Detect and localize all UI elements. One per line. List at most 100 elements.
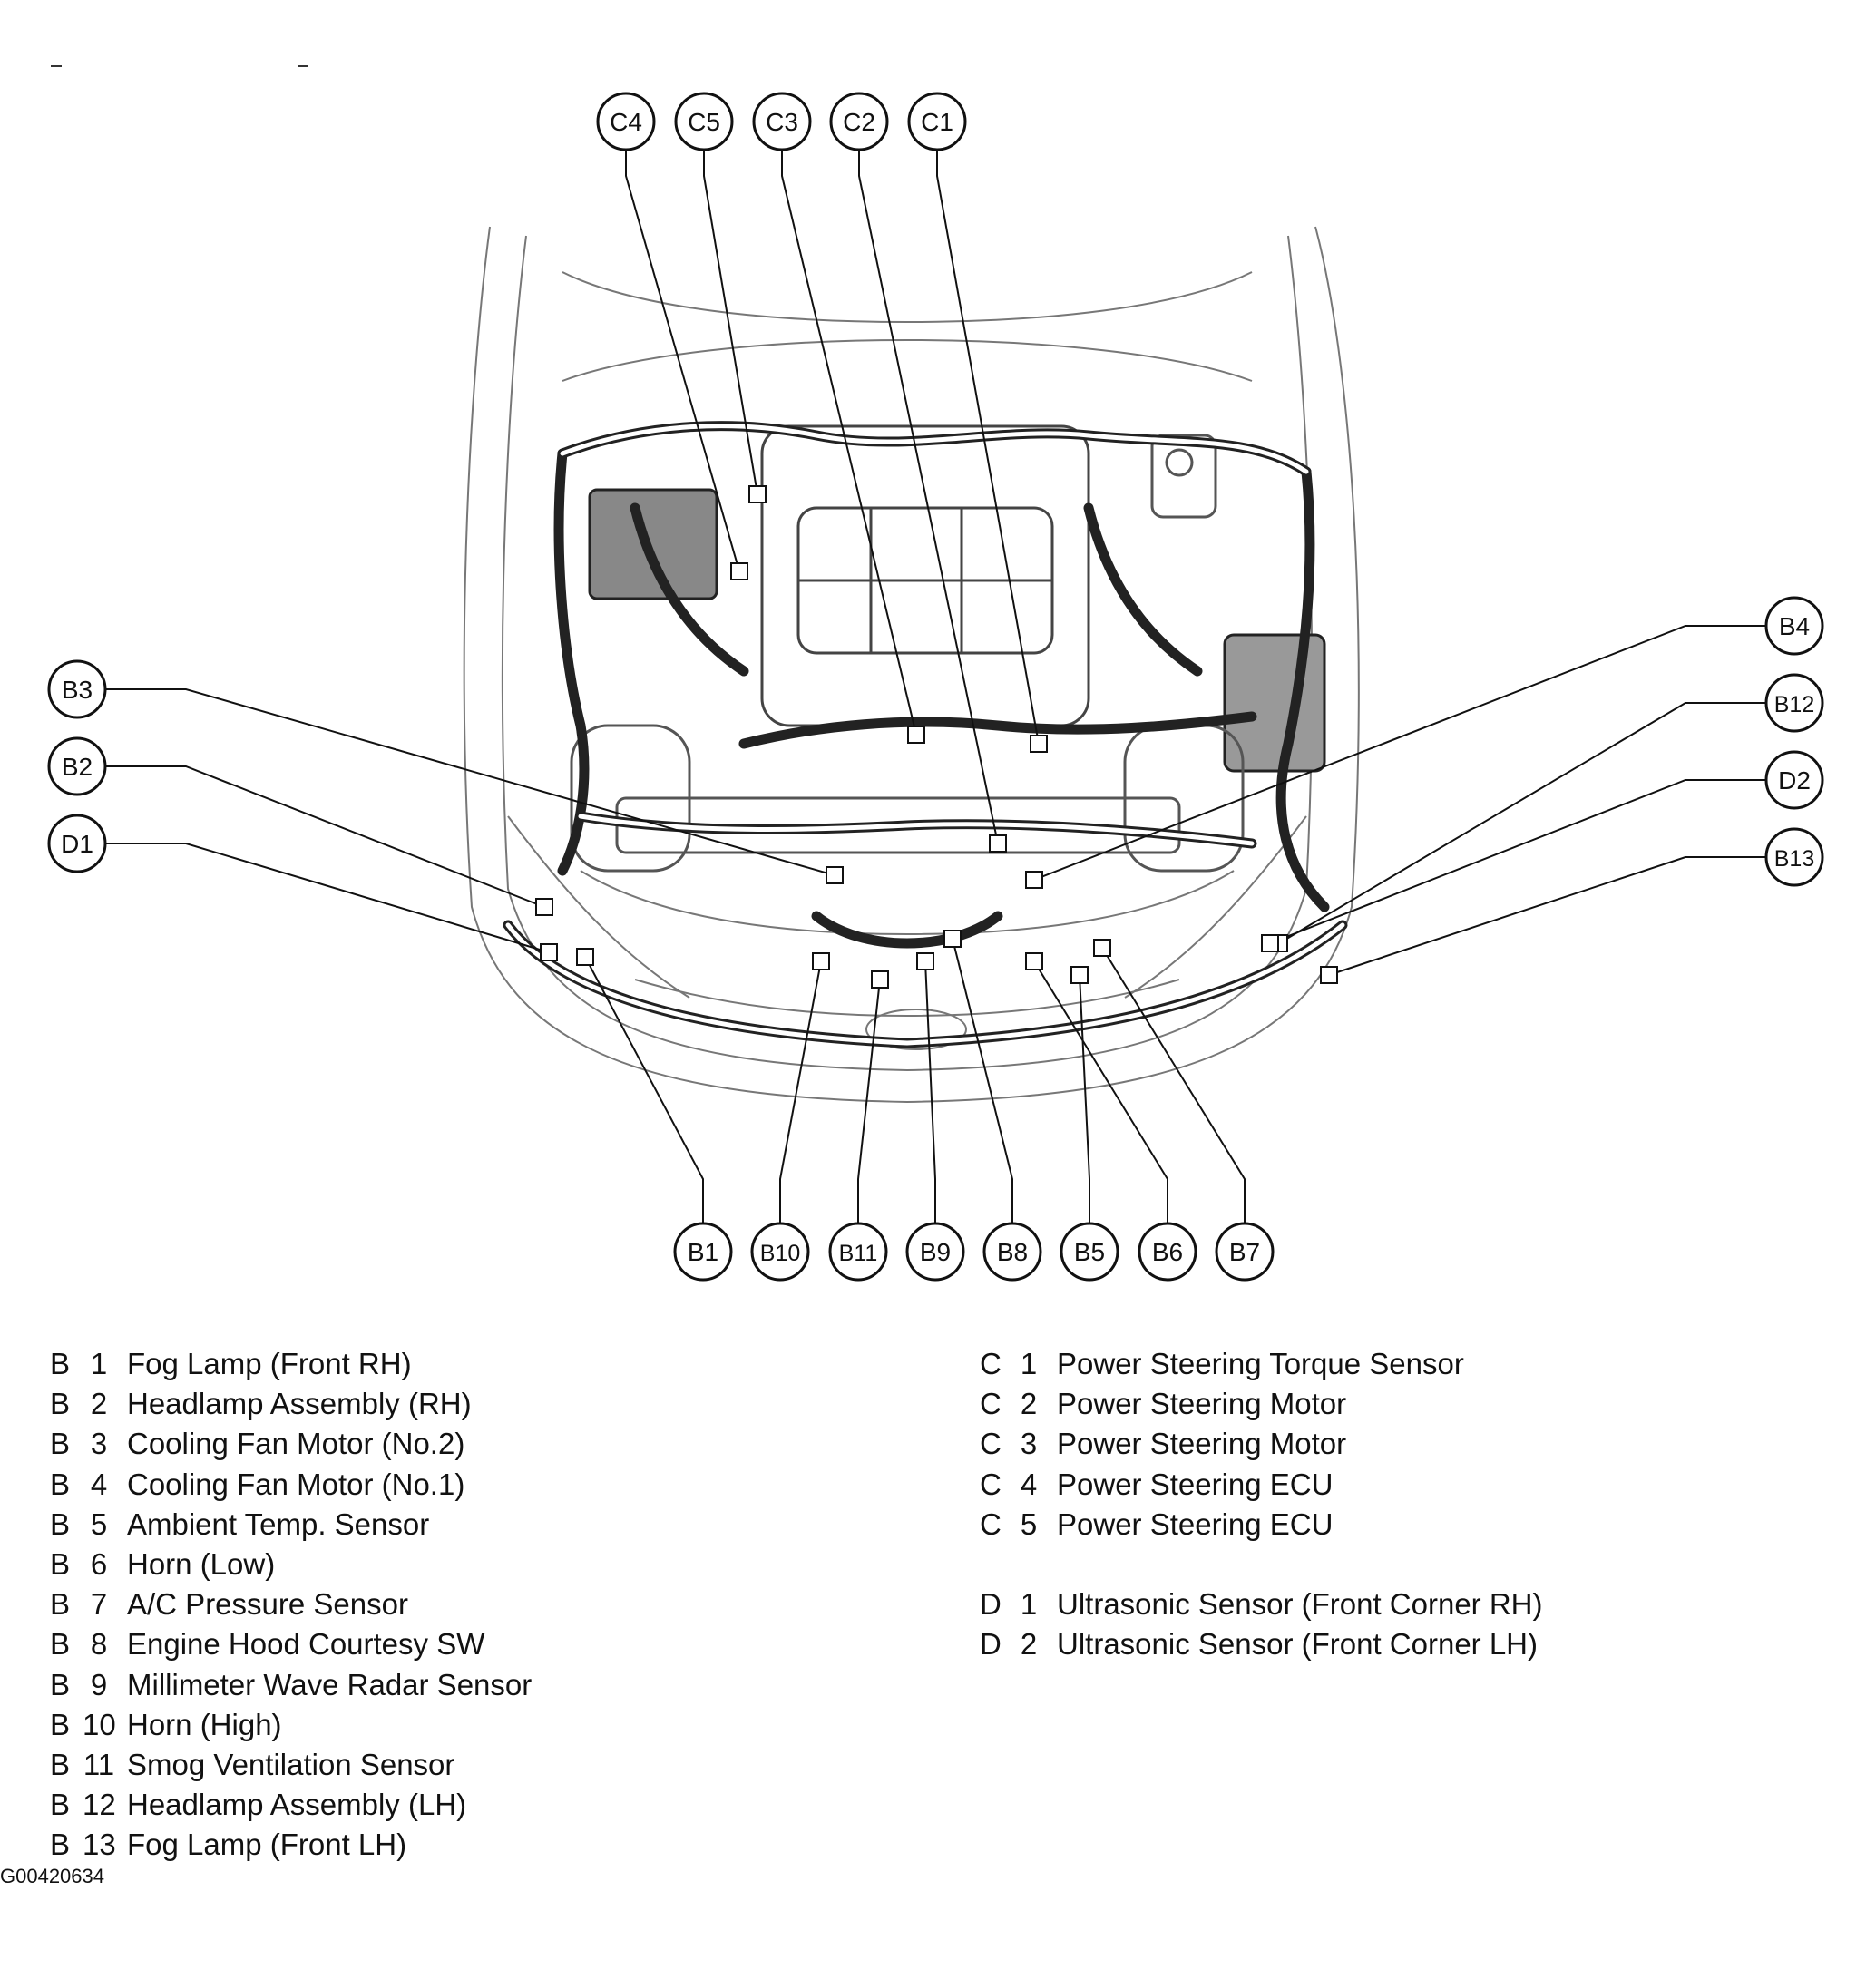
- legend-description: Horn (High): [127, 1707, 282, 1741]
- callout-label: D2: [1778, 766, 1811, 795]
- callout-label: C1: [921, 108, 953, 136]
- callout-circle: [907, 92, 967, 151]
- callout-label: C4: [610, 108, 642, 136]
- callout-label: B6: [1152, 1238, 1183, 1266]
- callout-circle: [750, 1222, 810, 1282]
- leader-line-d2: [1269, 779, 1766, 944]
- legend-description: Horn (Low): [127, 1546, 276, 1581]
- legend-num: 8: [90, 1627, 108, 1662]
- leader-line-b13: [1328, 856, 1766, 976]
- legend-num: 9: [90, 1667, 108, 1701]
- callout-label: C2: [843, 108, 875, 136]
- legend-letter: B: [50, 1387, 71, 1421]
- wire-harness-detail: [505, 424, 1345, 1046]
- legend-num: 1: [1020, 1347, 1038, 1380]
- legend-num: 4: [90, 1467, 108, 1501]
- legend-description: Cooling Fan Motor (No.1): [127, 1467, 465, 1501]
- connector-b5: [1070, 966, 1089, 984]
- connector-c5: [748, 485, 767, 503]
- callout-label: B3: [62, 676, 93, 704]
- legend-num: 7: [90, 1587, 108, 1622]
- legend-num: 3: [1020, 1427, 1038, 1461]
- legend-num: 10: [83, 1707, 116, 1741]
- callout-c4: C4: [596, 92, 656, 151]
- legend-description: Millimeter Wave Radar Sensor: [127, 1667, 533, 1701]
- callout-c3: C3: [752, 92, 812, 151]
- callout-label: D1: [61, 830, 93, 858]
- connector-b3: [826, 866, 844, 884]
- radiator: [570, 724, 1245, 873]
- figure-code: G00420634: [0, 1865, 104, 1887]
- legend-num: 6: [90, 1546, 108, 1581]
- callout-label: B4: [1779, 612, 1810, 640]
- legend-letter: B: [50, 1707, 71, 1741]
- legend-num: 4: [1020, 1467, 1038, 1501]
- callout-label: B1: [688, 1238, 718, 1266]
- leader-line-b8: [952, 938, 1013, 1223]
- callout-b13: B13: [1764, 827, 1824, 887]
- callout-b4: B4: [1764, 596, 1824, 656]
- connector-b13: [1320, 966, 1338, 984]
- leader-line-b12: [1278, 702, 1766, 944]
- callout-label: B5: [1074, 1238, 1105, 1266]
- legend-letter: B: [50, 1546, 71, 1581]
- leader-line-b2: [105, 765, 545, 908]
- legend-description: Ambient Temp. Sensor: [127, 1506, 430, 1541]
- callout-circle: [982, 1222, 1042, 1282]
- corner-mark-right: [298, 65, 308, 67]
- callout-circle: [47, 659, 107, 719]
- legend-num: 5: [90, 1506, 108, 1541]
- callout-c2: C2: [829, 92, 889, 151]
- callout-circle: [596, 92, 656, 151]
- leader-line-d1: [105, 843, 550, 953]
- callout-d1: D1: [47, 814, 107, 873]
- legend-num: 1: [1020, 1587, 1038, 1622]
- battery: [588, 488, 718, 600]
- leader-line-b4: [1033, 625, 1766, 881]
- legend-num: 13: [83, 1828, 116, 1862]
- callout-b6: B6: [1138, 1222, 1197, 1282]
- fuse-box: [1223, 633, 1326, 773]
- corner-mark-left: [51, 65, 62, 67]
- callout-circle: [1215, 1222, 1275, 1282]
- legend-description: Power Steering ECU: [1057, 1467, 1334, 1501]
- callout-circle: [1138, 1222, 1197, 1282]
- legend-letter: B: [50, 1788, 71, 1822]
- legend-description: Cooling Fan Motor (No.2): [127, 1427, 465, 1461]
- legend-description: Power Steering Torque Sensor: [1057, 1347, 1464, 1380]
- legend-description: Ultrasonic Sensor (Front Corner LH): [1057, 1627, 1538, 1662]
- callout-c5: C5: [674, 92, 734, 151]
- callout-label: C3: [766, 108, 798, 136]
- callout-label: B9: [920, 1238, 951, 1266]
- legend-letter: C: [980, 1506, 1002, 1541]
- legend-num: 2: [90, 1387, 108, 1421]
- legend-letter: B: [50, 1347, 71, 1380]
- leader-line-b5: [1079, 974, 1090, 1223]
- callout-label: B7: [1229, 1238, 1260, 1266]
- legend-letter: C: [980, 1467, 1002, 1501]
- callout-b9: B9: [905, 1222, 965, 1282]
- callout-circle: [1764, 827, 1824, 887]
- legend-description: Power Steering Motor: [1057, 1427, 1347, 1461]
- legend-description: Power Steering Motor: [1057, 1387, 1347, 1421]
- callout-b10: B10: [750, 1222, 810, 1282]
- legend-num: 1: [90, 1347, 108, 1380]
- connector-c3: [907, 726, 925, 744]
- engine-block: [760, 424, 1090, 727]
- connector-c1: [1030, 735, 1048, 753]
- callout-circle: [47, 814, 107, 873]
- callout-label: B13: [1774, 846, 1814, 872]
- legend-letter: B: [50, 1747, 71, 1781]
- callout-b11: B11: [828, 1222, 888, 1282]
- callout-label: B8: [997, 1238, 1028, 1266]
- leader-line-b7: [1101, 947, 1246, 1223]
- callout-circle: [828, 1222, 888, 1282]
- legend-letter: C: [980, 1387, 1002, 1421]
- legend-letter: D: [980, 1587, 1002, 1622]
- legend-description: Smog Ventilation Sensor: [127, 1747, 455, 1781]
- callout-circle: [1060, 1222, 1119, 1282]
- leader-lines: [105, 150, 1766, 1223]
- legend-description: Headlamp Assembly (RH): [127, 1387, 472, 1421]
